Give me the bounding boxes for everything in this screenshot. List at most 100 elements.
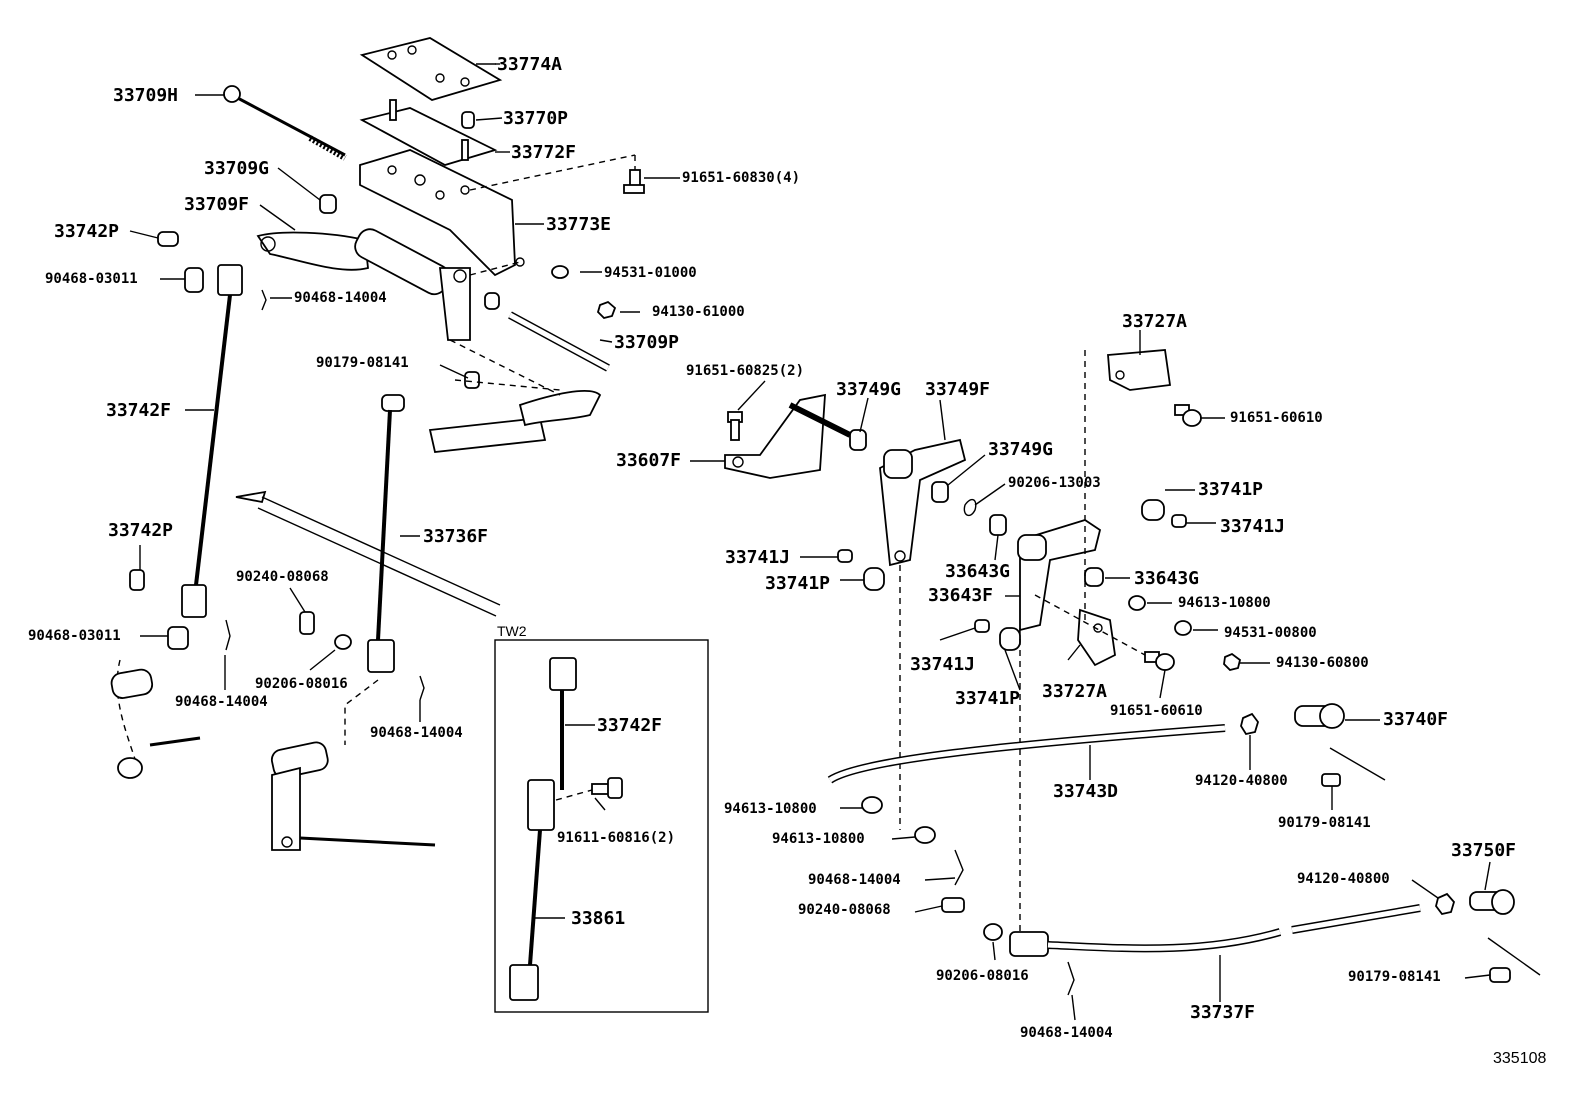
callout-90468-03011-top[interactable]: 90468-03011 — [45, 271, 138, 287]
callout-90206-08016-a[interactable]: 90206-08016 — [255, 676, 348, 692]
callout-33709p[interactable]: 33709P — [614, 332, 680, 353]
callout-33709f[interactable]: 33709F — [184, 194, 250, 215]
callout-90179-08141-c[interactable]: 90179-08141 — [1348, 969, 1441, 985]
callout-33643g-a[interactable]: 33643G — [945, 561, 1011, 582]
bolt-33709h — [223, 85, 347, 161]
bush-33749g-b — [931, 481, 949, 503]
callout-33773e[interactable]: 33773E — [546, 214, 612, 235]
inset-title: TW2 — [497, 623, 527, 639]
callout-91651-60825[interactable]: 91651-60825(2) — [686, 363, 805, 379]
callout-90240-08068-b[interactable]: 90240-08068 — [798, 902, 891, 918]
callout-91611-60816[interactable]: 91611-60816(2) — [557, 830, 676, 846]
joint-33750f — [1469, 889, 1515, 915]
joint-33740f — [1294, 703, 1345, 729]
bracket-33727a-bot — [1077, 608, 1116, 667]
figure-number: 335108 — [1493, 1050, 1547, 1067]
callout-33772f[interactable]: 33772F — [511, 142, 577, 163]
pin-33749g-a — [788, 402, 867, 451]
callout-33736f[interactable]: 33736F — [423, 526, 489, 547]
callout-33709g[interactable]: 33709G — [204, 158, 270, 179]
callout-33742p-top[interactable]: 33742P — [54, 221, 120, 242]
shift-lever-middle — [428, 379, 602, 453]
lever-33709f — [256, 228, 471, 341]
callout-33737f[interactable]: 33737F — [1190, 1002, 1256, 1023]
callout-33770p[interactable]: 33770P — [503, 108, 569, 129]
washer-94531-00800 — [1174, 620, 1192, 636]
plate-33774a — [359, 37, 503, 101]
clip-90468-14004-c — [419, 675, 425, 701]
clip-90468-14004-b — [225, 619, 231, 651]
bush-33741j-c — [974, 619, 990, 633]
callout-90206-08016-b[interactable]: 90206-08016 — [936, 968, 1029, 984]
pin-33742p-bot — [129, 569, 145, 591]
callout-33709h[interactable]: 33709H — [113, 85, 179, 106]
callout-90468-14004-c[interactable]: 90468-14004 — [370, 725, 463, 741]
callout-90468-14004-d[interactable]: 90468-14004 — [808, 872, 901, 888]
callout-33740f[interactable]: 33740F — [1383, 709, 1449, 730]
washer-94613-10800-c — [914, 826, 936, 844]
callout-33749g-a[interactable]: 33749G — [836, 379, 902, 400]
bolt-91651-60610-b — [1144, 651, 1175, 671]
callout-33643g-b[interactable]: 33643G — [1134, 568, 1200, 589]
callout-33607f[interactable]: 33607F — [616, 450, 682, 471]
callout-94613-10800-c[interactable]: 94613-10800 — [772, 831, 865, 847]
callout-33741j-a[interactable]: 33741J — [1220, 516, 1286, 537]
nut-94130-60800 — [1223, 652, 1242, 671]
bolt-90179-08141-c — [1489, 967, 1511, 983]
callout-33750f[interactable]: 33750F — [1451, 840, 1517, 861]
callout-94130-60800[interactable]: 94130-60800 — [1276, 655, 1369, 671]
callout-33741j-b[interactable]: 33741J — [725, 547, 791, 568]
callout-33749f[interactable]: 33749F — [925, 379, 991, 400]
callout-33749g-b[interactable]: 33749G — [988, 439, 1054, 460]
callout-90179-08141-b[interactable]: 90179-08141 — [1278, 815, 1371, 831]
callout-90179-08141-a[interactable]: 90179-08141 — [316, 355, 409, 371]
lever-middle-lower — [270, 679, 436, 851]
callout-90468-14004-b[interactable]: 90468-14004 — [175, 694, 268, 710]
callout-90206-13003[interactable]: 90206-13003 — [1008, 475, 1101, 491]
callout-91651-60610-a[interactable]: 91651-60610 — [1230, 410, 1323, 426]
lever-left-lower — [110, 659, 201, 779]
callout-94613-10800-b[interactable]: 94613-10800 — [724, 801, 817, 817]
nut-94130-61000 — [596, 300, 617, 319]
bush-33741p-a — [863, 567, 885, 591]
shaft-33709p — [508, 311, 610, 372]
nut-94120-40800-a — [1240, 712, 1259, 736]
callout-91651-60610-b[interactable]: 91651-60610 — [1110, 703, 1203, 719]
pin-33742p-top — [157, 231, 179, 247]
callout-90468-14004-e[interactable]: 90468-14004 — [1020, 1025, 1113, 1041]
callout-90468-03011-bot[interactable]: 90468-03011 — [28, 628, 121, 644]
callout-33727a-top[interactable]: 33727A — [1122, 311, 1188, 332]
callout-33861[interactable]: 33861 — [571, 908, 626, 929]
callout-94531-01000[interactable]: 94531-01000 — [604, 265, 697, 281]
callout-33727a-bot[interactable]: 33727A — [1042, 681, 1108, 702]
callout-91651-60830[interactable]: 91651-60830(4) — [682, 170, 801, 186]
callout-33742p-bot[interactable]: 33742P — [108, 520, 174, 541]
callout-33774a[interactable]: 33774A — [497, 54, 563, 75]
collar-33709p — [484, 292, 500, 310]
callout-33742f[interactable]: 33742F — [106, 400, 172, 421]
callout-94130-61000[interactable]: 94130-61000 — [652, 304, 745, 320]
callout-33741p-b[interactable]: 33741P — [765, 573, 831, 594]
lever-33643f — [1017, 519, 1102, 632]
clip-90468-14004-d — [954, 849, 964, 886]
clip-90468-14004-a — [261, 289, 267, 311]
callout-94531-00800[interactable]: 94531-00800 — [1224, 625, 1317, 641]
bush-33741p-c — [999, 627, 1021, 651]
callout-90240-08068-a[interactable]: 90240-08068 — [236, 569, 329, 585]
callout-33741p-a[interactable]: 33741P — [1198, 479, 1264, 500]
callout-33742f-inset[interactable]: 33742F — [597, 715, 663, 736]
bolt-91651-60830 — [623, 169, 645, 194]
pin-90240-08068-a — [299, 611, 315, 635]
callout-94613-10800-a[interactable]: 94613-10800 — [1178, 595, 1271, 611]
callout-90468-14004-a[interactable]: 90468-14004 — [294, 290, 387, 306]
rod-33742f — [181, 264, 243, 618]
callout-33643f[interactable]: 33643F — [928, 585, 994, 606]
callout-33741p-c[interactable]: 33741P — [955, 688, 1021, 709]
rod-33736f — [367, 394, 405, 673]
callout-33743d[interactable]: 33743D — [1053, 781, 1119, 802]
callout-94120-40800-a[interactable]: 94120-40800 — [1195, 773, 1288, 789]
bush-33770p — [461, 111, 475, 129]
callout-33741j-c[interactable]: 33741J — [910, 654, 976, 675]
callout-94120-40800-b[interactable]: 94120-40800 — [1297, 871, 1390, 887]
bush-33643g-b — [1084, 567, 1104, 587]
